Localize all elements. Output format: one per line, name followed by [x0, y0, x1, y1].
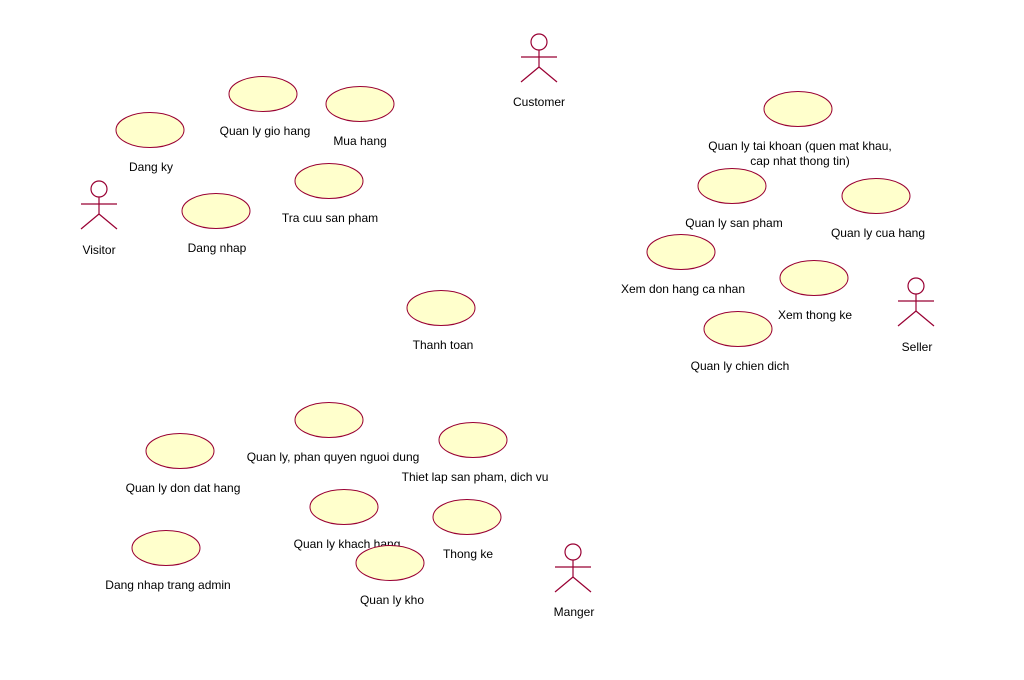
use-case-xem-thong-ke: Xem thong ke	[778, 260, 852, 322]
actor-visitor: Visitor	[80, 180, 118, 257]
use-case-ellipse[interactable]	[294, 402, 364, 438]
use-case-ellipse[interactable]	[438, 422, 508, 458]
use-case-ellipse[interactable]	[145, 433, 215, 469]
use-case-label: cap nhat thong tin)	[750, 154, 849, 168]
use-case-ellipse[interactable]	[646, 234, 716, 270]
actor-stick-figure-icon[interactable]	[554, 543, 592, 593]
use-case-label: Dang nhap	[188, 241, 247, 255]
use-case-quan-ly-gio-hang: Quan ly gio hang	[220, 76, 311, 138]
use-case-dang-nhap-trang-admin: Dang nhap trang admin	[105, 530, 231, 592]
actor-label: Manger	[554, 605, 595, 619]
use-case-quan-ly-kho: Quan ly kho	[355, 545, 425, 607]
use-case-label: Quan ly, phan quyen nguoi dung	[247, 450, 420, 464]
actor-label: Seller	[902, 340, 933, 354]
use-case-ellipse[interactable]	[779, 260, 849, 296]
use-case-label: Thiet lap san pham, dich vu	[402, 470, 549, 484]
actor-stick-figure-icon[interactable]	[80, 180, 118, 230]
use-case-quan-ly-tai-khoan: Quan ly tai khoan (quen mat khau,cap nha…	[708, 91, 892, 168]
use-case-ellipse[interactable]	[294, 163, 364, 199]
use-case-xem-don-hang-ca-nhan: Xem don hang ca nhan	[621, 234, 745, 296]
use-case-ellipse[interactable]	[406, 290, 476, 326]
use-case-label: Quan ly cua hang	[831, 226, 925, 240]
use-case-quan-ly-phan-quyen: Quan ly, phan quyen nguoi dung	[247, 402, 420, 464]
actor-manger: Manger	[554, 543, 595, 619]
use-case-thong-ke: Thong ke	[432, 499, 502, 561]
use-case-dang-ky: Dang ky	[115, 112, 185, 174]
use-case-thanh-toan: Thanh toan	[406, 290, 476, 352]
use-case-ellipse[interactable]	[355, 545, 425, 581]
use-case-ellipse[interactable]	[309, 489, 379, 525]
use-case-quan-ly-chien-dich: Quan ly chien dich	[691, 311, 790, 373]
use-case-quan-ly-san-pham: Quan ly san pham	[685, 168, 783, 230]
actor-label: Visitor	[82, 243, 115, 257]
use-case-ellipse[interactable]	[763, 91, 833, 127]
use-case-ellipse[interactable]	[181, 193, 251, 229]
use-case-label: Quan ly chien dich	[691, 359, 790, 373]
actor-customer: Customer	[513, 33, 565, 109]
actor-label: Customer	[513, 95, 565, 109]
actor-seller: Seller	[897, 277, 935, 354]
use-case-ellipse[interactable]	[432, 499, 502, 535]
use-case-mua-hang: Mua hang	[325, 86, 395, 148]
use-case-thiet-lap-san-pham: Thiet lap san pham, dich vu	[402, 422, 549, 484]
use-case-label: Quan ly kho	[360, 593, 424, 607]
use-case-label: Quan ly don dat hang	[126, 481, 241, 495]
use-case-ellipse[interactable]	[131, 530, 201, 566]
use-case-label: Mua hang	[333, 134, 386, 148]
use-case-tra-cuu-san-pham: Tra cuu san pham	[282, 163, 378, 225]
use-case-ellipse[interactable]	[841, 178, 911, 214]
use-case-label: Xem don hang ca nhan	[621, 282, 745, 296]
use-case-ellipse[interactable]	[115, 112, 185, 148]
actor-stick-figure-icon[interactable]	[520, 33, 558, 83]
use-case-label: Tra cuu san pham	[282, 211, 378, 225]
use-case-label: Thanh toan	[413, 338, 474, 352]
use-case-label: Quan ly tai khoan (quen mat khau,	[708, 139, 891, 153]
use-case-label: Quan ly san pham	[685, 216, 782, 230]
actor-stick-figure-icon[interactable]	[897, 277, 935, 327]
use-case-label: Quan ly gio hang	[220, 124, 311, 138]
use-case-ellipse[interactable]	[697, 168, 767, 204]
use-case-dang-nhap: Dang nhap	[181, 193, 251, 255]
use-case-label: Dang nhap trang admin	[105, 578, 230, 592]
use-case-label: Thong ke	[443, 547, 493, 561]
use-case-ellipse[interactable]	[325, 86, 395, 122]
use-case-label: Dang ky	[129, 160, 173, 174]
use-case-quan-ly-don-dat-hang: Quan ly don dat hang	[126, 433, 241, 495]
use-case-ellipse[interactable]	[703, 311, 773, 347]
use-case-quan-ly-cua-hang: Quan ly cua hang	[831, 178, 925, 240]
use-case-label: Xem thong ke	[778, 308, 852, 322]
use-case-quan-ly-khach-hang: Quan ly khach hang	[294, 489, 400, 551]
use-case-ellipse[interactable]	[228, 76, 298, 112]
